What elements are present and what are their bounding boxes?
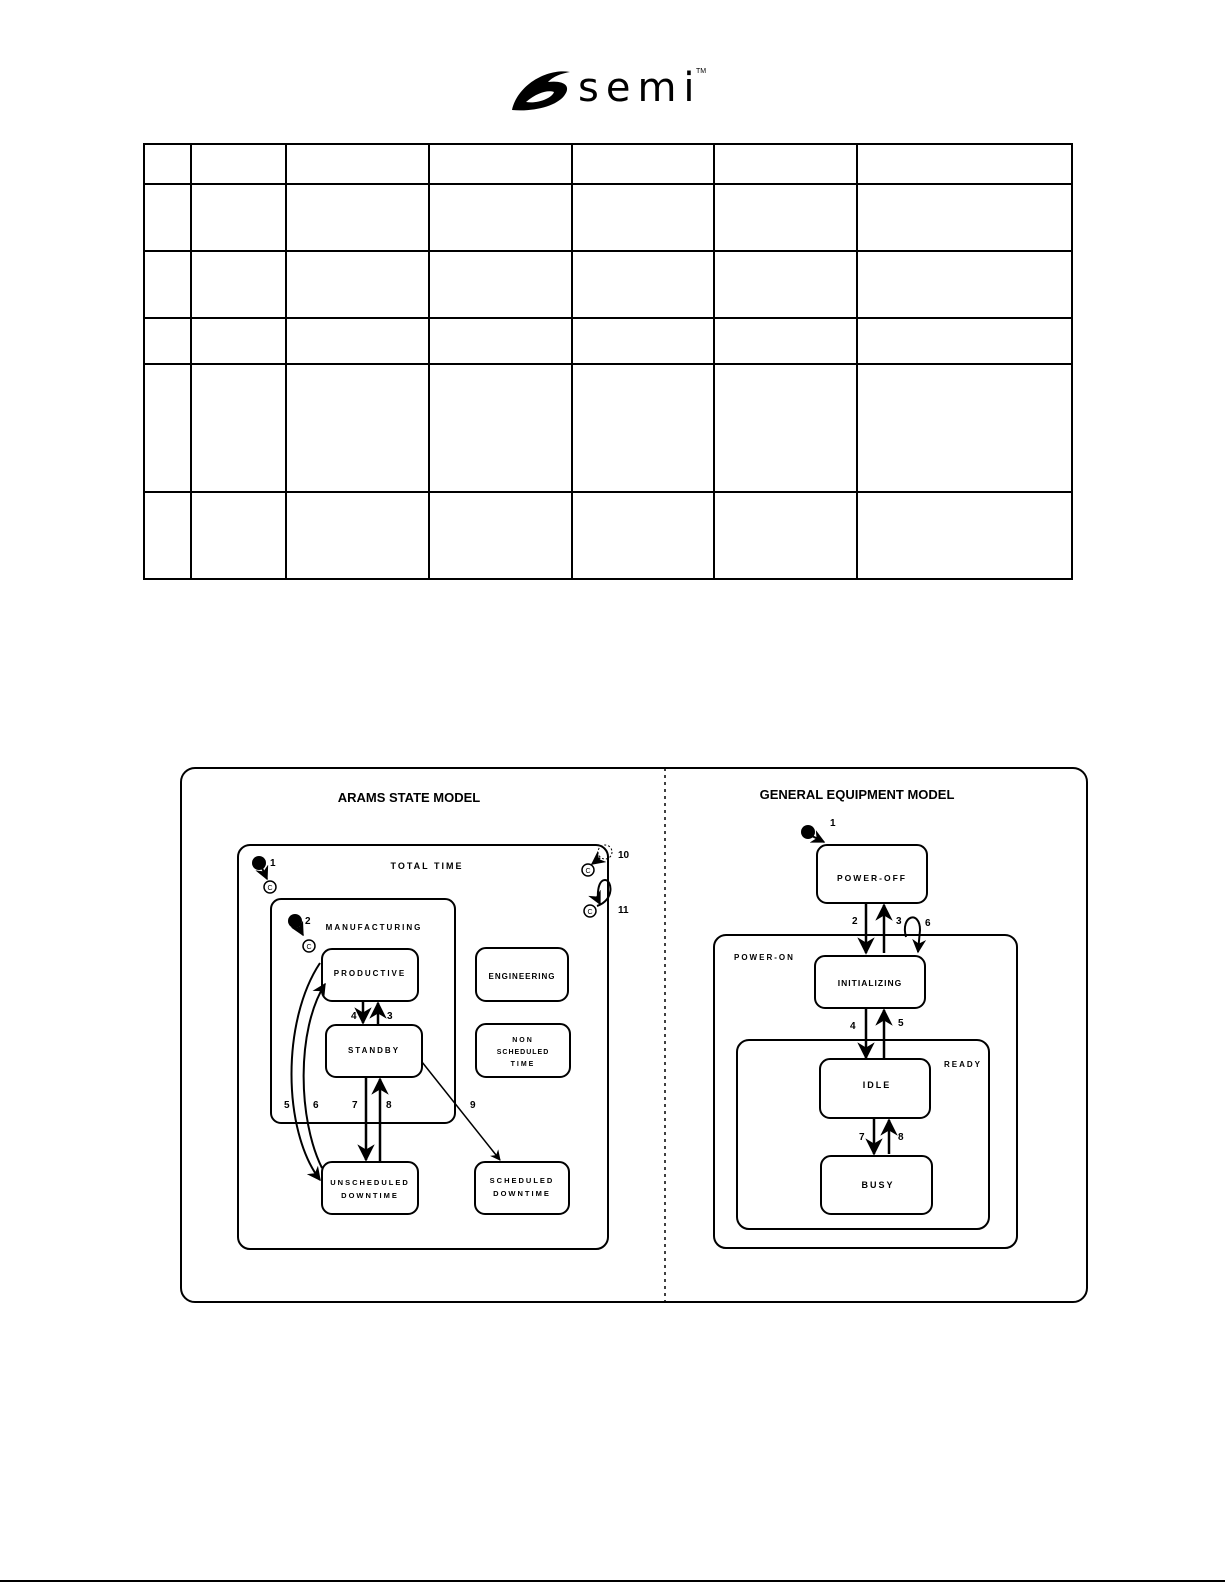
total-time-state — [237, 844, 609, 1250]
semi-swoosh-icon — [512, 71, 570, 111]
svg-text:TIME: TIME — [511, 1061, 536, 1068]
manufacturing-state — [270, 898, 456, 1124]
svg-text:ENGINEERING: ENGINEERING — [488, 972, 555, 981]
svg-text:C: C — [585, 868, 590, 875]
history-pseudostate — [263, 880, 277, 894]
svg-text:UNSCHEDULED: UNSCHEDULED — [330, 1178, 410, 1187]
svg-text:C: C — [267, 885, 272, 892]
idle-state — [819, 1058, 931, 1119]
arams-title: ARAMS STATE MODEL — [338, 790, 481, 805]
svg-text:INITIALIZING: INITIALIZING — [838, 978, 902, 988]
table-row — [143, 317, 1073, 365]
svg-text:C: C — [587, 909, 592, 916]
svg-text:11: 11 — [618, 905, 629, 916]
svg-text:2: 2 — [852, 916, 858, 927]
productive-state — [321, 948, 419, 1002]
total-time-label: TOTAL TIME — [391, 861, 464, 871]
svg-text:BUSY: BUSY — [861, 1180, 894, 1190]
svg-text:3: 3 — [896, 916, 902, 927]
svg-text:1: 1 — [270, 858, 276, 869]
svg-text:1: 1 — [830, 818, 836, 829]
initializing-state — [814, 955, 926, 1009]
page-bottom-rule — [0, 1580, 1225, 1582]
general-equipment-panel: GENERAL EQUIPMENT MODEL 1 POWER-OFF POWE… — [713, 787, 1018, 1249]
table-row — [143, 250, 1073, 319]
power-on-label: POWER-ON — [734, 953, 795, 962]
svg-text:7: 7 — [859, 1132, 865, 1143]
semi-logo: semi TM — [508, 64, 718, 116]
svg-text:PRODUCTIVE: PRODUCTIVE — [334, 969, 406, 978]
power-off-state — [816, 844, 928, 904]
svg-text:3: 3 — [387, 1011, 393, 1022]
busy-state — [820, 1155, 933, 1215]
svg-text:4: 4 — [850, 1021, 856, 1032]
svg-text:8: 8 — [898, 1132, 904, 1143]
unscheduled-downtime-state — [321, 1161, 419, 1215]
figure-frame — [180, 767, 1088, 1303]
manufacturing-label: MANUFACTURING — [326, 923, 423, 932]
svg-text:C: C — [306, 944, 311, 951]
svg-text:8: 8 — [386, 1100, 392, 1111]
svg-text:5: 5 — [284, 1100, 290, 1111]
svg-text:6: 6 — [313, 1100, 319, 1111]
ready-state — [736, 1039, 990, 1230]
initial-pseudostate — [252, 856, 266, 870]
logo-trademark: TM — [696, 68, 707, 75]
svg-text:9: 9 — [470, 1100, 476, 1111]
svg-text:10: 10 — [618, 850, 630, 861]
final-pseudostate — [597, 844, 613, 860]
standby-state — [325, 1024, 423, 1078]
non-scheduled-time-state — [475, 1023, 571, 1078]
svg-text:DOWNTIME: DOWNTIME — [341, 1191, 399, 1200]
history-pseudostate — [581, 863, 595, 877]
svg-text:5: 5 — [898, 1018, 904, 1029]
history-pseudostate — [302, 939, 316, 953]
svg-text:SCHEDULED: SCHEDULED — [497, 1049, 550, 1056]
svg-text:6: 6 — [925, 918, 931, 929]
svg-text:IDLE: IDLE — [863, 1080, 892, 1090]
svg-text:4: 4 — [351, 1011, 357, 1022]
svg-text:2: 2 — [305, 916, 311, 927]
engineering-state — [475, 947, 569, 1002]
scheduled-downtime-state — [474, 1161, 570, 1215]
table-row — [143, 183, 1073, 252]
table-row — [143, 363, 1073, 493]
svg-text:DOWNTIME: DOWNTIME — [493, 1189, 551, 1198]
ready-label: READY — [944, 1060, 982, 1069]
logo-wordmark: semi — [578, 65, 702, 111]
initial-pseudostate — [288, 914, 302, 928]
data-table — [143, 143, 1073, 580]
svg-text:POWER-OFF: POWER-OFF — [837, 873, 907, 883]
table-row — [143, 491, 1073, 580]
svg-text:STANDBY: STANDBY — [348, 1046, 400, 1055]
svg-text:7: 7 — [352, 1100, 358, 1111]
arams-panel: ARAMS STATE MODEL TOTAL TIME C 1 C 10 C … — [237, 790, 630, 1250]
general-title: GENERAL EQUIPMENT MODEL — [760, 787, 955, 802]
svg-text:NON: NON — [512, 1037, 534, 1044]
svg-text:SCHEDULED: SCHEDULED — [490, 1176, 555, 1185]
table-row — [143, 143, 1073, 185]
